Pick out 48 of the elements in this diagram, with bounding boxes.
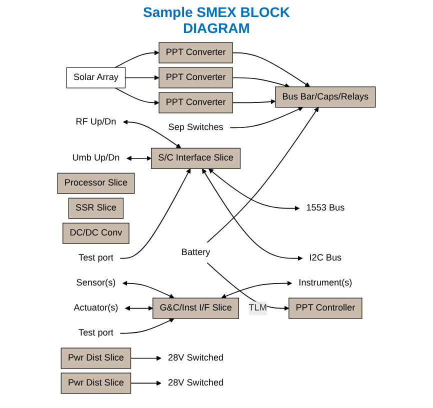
arrow [125, 306, 154, 311]
arrow [124, 75, 160, 80]
arrow [120, 318, 174, 334]
node-text: Instrument(s) [298, 278, 352, 288]
node-text: Test port [78, 253, 114, 263]
node-box: DC/DC Conv [62, 222, 130, 244]
node-box: Pwr Dist Slice [60, 348, 132, 369]
node-box: PPT Converter [158, 92, 233, 114]
node-text: 28V Switched [168, 353, 224, 363]
arrow [208, 168, 300, 211]
node-box: G&C/Inst I/F Slice [152, 298, 239, 319]
arrow [221, 280, 292, 299]
arrow [202, 168, 303, 261]
arrow [206, 107, 319, 243]
arrow [114, 88, 160, 106]
node-box: PPT Controller [288, 298, 362, 319]
diagram-title: Sample SMEX BLOCK DIAGRAM [142, 4, 292, 36]
arrow [130, 356, 162, 361]
edge-label: TLM [248, 303, 267, 313]
node-box: Pwr Dist Slice [60, 372, 132, 394]
node-box: S/C Interface Slice [151, 148, 241, 169]
arrow [114, 50, 160, 68]
arrow [206, 262, 290, 311]
node-text: I2C Bus [309, 253, 342, 263]
node-text: Test port [78, 328, 114, 338]
arrow [232, 77, 290, 88]
node-text: 1553 Bus [306, 203, 345, 213]
node-text: Actuator(s) [74, 303, 118, 313]
node-box: Processor Slice [57, 172, 135, 194]
node-box: SSR Slice [68, 198, 124, 219]
node-text: Sep Switches [168, 122, 224, 132]
node-box: PPT Converter [158, 67, 233, 88]
arrow [232, 52, 310, 88]
node-text: Sensor(s) [76, 278, 116, 288]
arrow [120, 168, 191, 259]
node-box: Bus Bar/Caps/Relays [275, 86, 376, 108]
arrow [122, 280, 174, 298]
node-text: RF Up/Dn [76, 116, 116, 127]
node-text: 28V Switched [168, 378, 224, 388]
arrow [126, 156, 152, 161]
arrow [122, 120, 182, 148]
node-box: Solar Array [66, 67, 126, 88]
arrow [230, 106, 304, 128]
node-box: PPT Converter [158, 42, 233, 64]
arrow [232, 99, 276, 104]
node-text: Battery [181, 248, 210, 258]
node-text: Umb Up/Dn [72, 153, 120, 163]
arrow [130, 380, 162, 386]
